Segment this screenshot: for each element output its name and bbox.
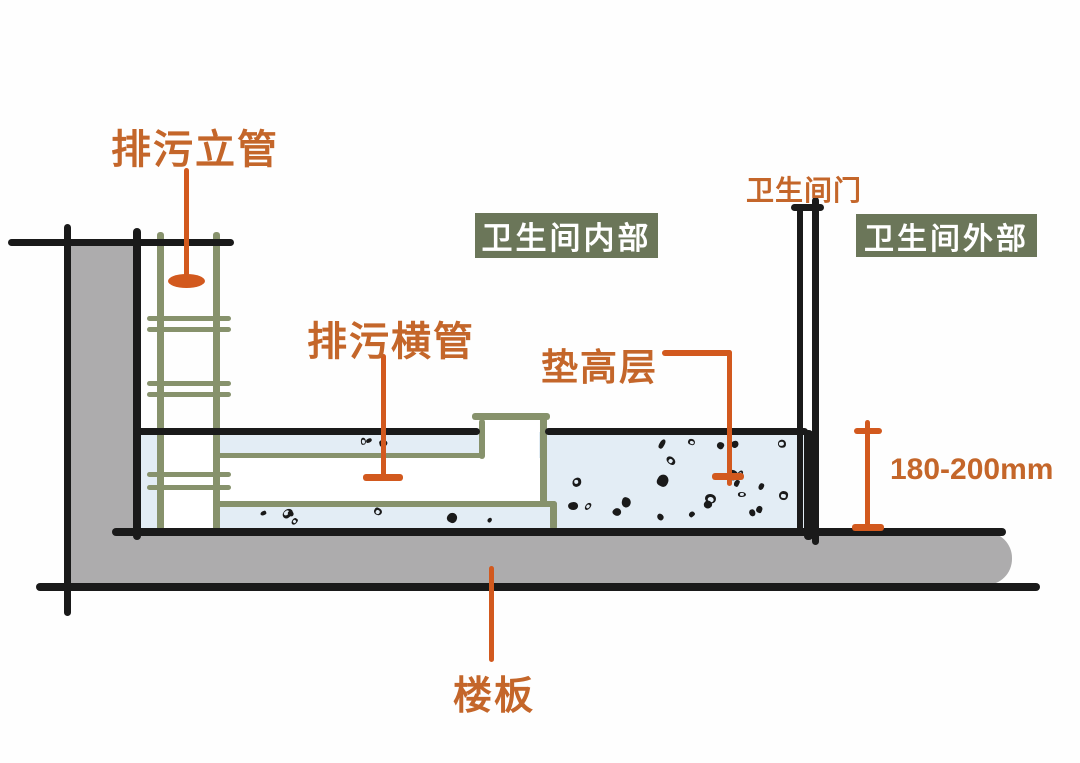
door-top-cap <box>791 204 824 211</box>
riser-coupling-band <box>147 316 231 321</box>
aggregate-dot <box>737 491 746 498</box>
riser-coupling-band <box>147 472 231 477</box>
slab-pointer-line <box>489 566 494 662</box>
aggregate-dot-hole <box>667 457 674 464</box>
aggregate-dot-hole <box>291 519 297 524</box>
wall-outer-line <box>64 224 71 616</box>
riser-coupling-band <box>147 327 231 332</box>
slab-top-line <box>112 528 1006 536</box>
bathroom-floor-line-right <box>545 428 808 435</box>
aggregate-dot <box>777 439 786 449</box>
horizontal-pipe-bottom <box>216 501 557 507</box>
exterior-badge: 卫生间外部 <box>856 214 1037 257</box>
riser-coupling-band <box>147 485 231 490</box>
aggregate-dot-hole <box>584 504 590 510</box>
aggregate-dot-hole <box>689 440 695 446</box>
interior-badge: 卫生间内部 <box>475 213 658 258</box>
interior-badge-label: 卫生间内部 <box>481 221 652 256</box>
wall-inner-line <box>133 228 141 540</box>
raised-layer-pointer-vline <box>727 350 732 486</box>
door-left-post <box>797 206 803 532</box>
aggregate-dot-hole <box>780 493 786 499</box>
raised-layer-label: 垫高层 <box>541 347 658 388</box>
slab-bottom-line <box>36 583 1040 591</box>
floor-slab <box>71 532 1012 585</box>
raised-layer-right-edge <box>804 430 813 540</box>
riser-coupling-band <box>147 381 231 386</box>
pipe-elbow-interior <box>483 419 539 459</box>
dimension-line <box>865 420 870 530</box>
riser-pointer-tip <box>168 274 205 288</box>
aggregate-dot <box>778 490 789 501</box>
pipe-end-stub <box>550 501 557 530</box>
horizontal-pipe-label: 排污横管 <box>307 320 475 364</box>
aggregate-dot-hole <box>361 439 365 444</box>
bathroom-floor-line-left <box>134 428 480 435</box>
elbow-right <box>540 417 547 506</box>
riser-pipe-interior <box>163 432 213 532</box>
aggregate-dot <box>567 501 578 511</box>
aggregate-dot-hole <box>375 509 381 516</box>
raised-layer-pointer-hline <box>662 350 732 356</box>
left-wall <box>71 243 135 533</box>
exterior-badge-label: 卫生间外部 <box>864 222 1029 256</box>
horizontal-pipe-pointer-tip <box>363 474 403 481</box>
door-label: 卫生间门 <box>746 175 863 206</box>
aggregate-dot-hole <box>573 479 580 486</box>
elbow-cap <box>472 413 550 420</box>
riser-pipe-label: 排污立管 <box>111 128 279 172</box>
door-right-post <box>812 197 819 545</box>
slab-label: 楼板 <box>453 675 536 718</box>
riser-pointer-line <box>184 168 189 288</box>
riser-coupling-band <box>147 392 231 397</box>
dimension-cap-top <box>854 428 882 434</box>
horizontal-pipe-pointer-line <box>381 354 386 480</box>
horizontal-pipe-top <box>216 453 482 458</box>
aggregate-dot-hole <box>778 441 784 447</box>
aggregate-dot-hole <box>739 492 744 496</box>
dimension-cap-bottom <box>852 524 884 531</box>
raised-layer-pointer-tip <box>712 473 744 480</box>
dimension-label: 180-200mm <box>890 453 1054 486</box>
wall-top-line <box>8 239 234 246</box>
elbow-left <box>479 419 485 459</box>
